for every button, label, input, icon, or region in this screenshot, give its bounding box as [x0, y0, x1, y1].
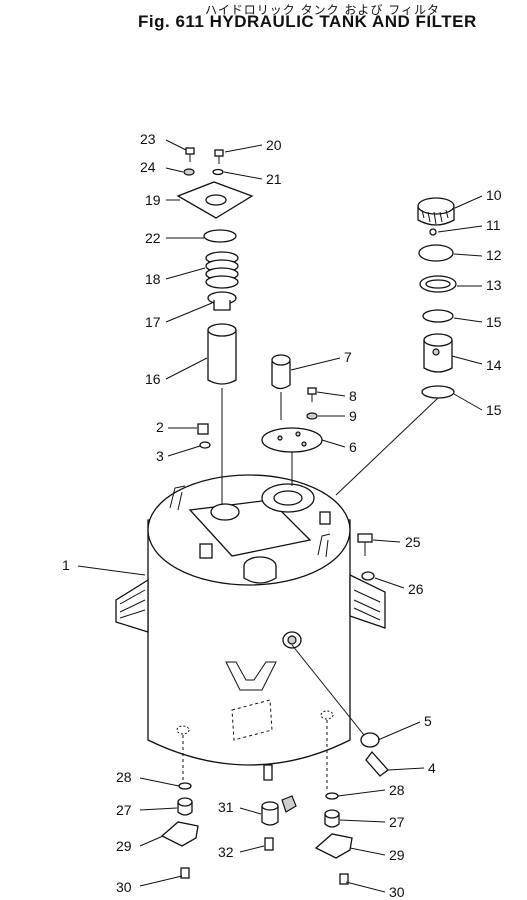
callout-9: 9	[349, 408, 357, 424]
callout-1: 1	[62, 557, 70, 573]
filter-assembly	[176, 147, 254, 505]
callout-28-right: 28	[389, 782, 405, 798]
callout-29-right: 29	[389, 847, 405, 863]
callout-20: 20	[266, 137, 282, 153]
callout-26: 26	[408, 581, 424, 597]
bottom-fittings	[160, 720, 353, 885]
figure-title: Fig. 611 HYDRAULIC TANK AND FILTER	[138, 12, 477, 31]
callout-30-left: 30	[116, 879, 132, 895]
callout-4: 4	[428, 760, 436, 776]
callout-8: 8	[349, 388, 357, 404]
callout-13: 13	[486, 277, 502, 293]
callout-16: 16	[145, 371, 161, 387]
callout-21: 21	[266, 171, 282, 187]
callout-28-left: 28	[116, 769, 132, 785]
callout-15-upper: 15	[486, 314, 502, 330]
drain-plug-assembly	[291, 644, 389, 777]
callout-2: 2	[156, 419, 164, 435]
callout-12: 12	[486, 247, 502, 263]
callout-19: 19	[145, 192, 161, 208]
callout-25: 25	[405, 534, 421, 550]
spring-part	[205, 251, 239, 289]
hydraulic-tank	[115, 474, 386, 781]
callout-numbers: 1 2 3 4 5 6 7 8 9 10 11 12 13 14 15 15 1…	[62, 131, 502, 900]
callout-31: 31	[218, 799, 234, 815]
leader-lines	[77, 139, 483, 893]
callout-17: 17	[145, 314, 161, 330]
callout-22: 22	[145, 230, 161, 246]
callout-7: 7	[344, 349, 352, 365]
callout-29-left: 29	[116, 838, 132, 854]
callout-14: 14	[486, 357, 502, 373]
side-bolt-assembly	[357, 533, 375, 581]
callout-27-right: 27	[389, 814, 405, 830]
callout-3: 3	[156, 448, 164, 464]
figure-title-japanese: ハイドロリック タンク および フィルタ	[205, 3, 440, 17]
callout-11: 11	[486, 217, 501, 233]
callout-15-lower: 15	[486, 402, 502, 418]
callout-24: 24	[140, 159, 156, 175]
callout-23: 23	[140, 131, 156, 147]
callout-10: 10	[486, 187, 502, 203]
breather-assembly	[197, 354, 323, 486]
callout-30-right: 30	[389, 884, 405, 900]
callout-6: 6	[349, 439, 357, 455]
callout-32: 32	[218, 844, 234, 860]
callout-5: 5	[424, 713, 432, 729]
callout-27-left: 27	[116, 802, 132, 818]
fill-cap-assembly	[335, 197, 457, 496]
callout-18: 18	[145, 271, 161, 287]
